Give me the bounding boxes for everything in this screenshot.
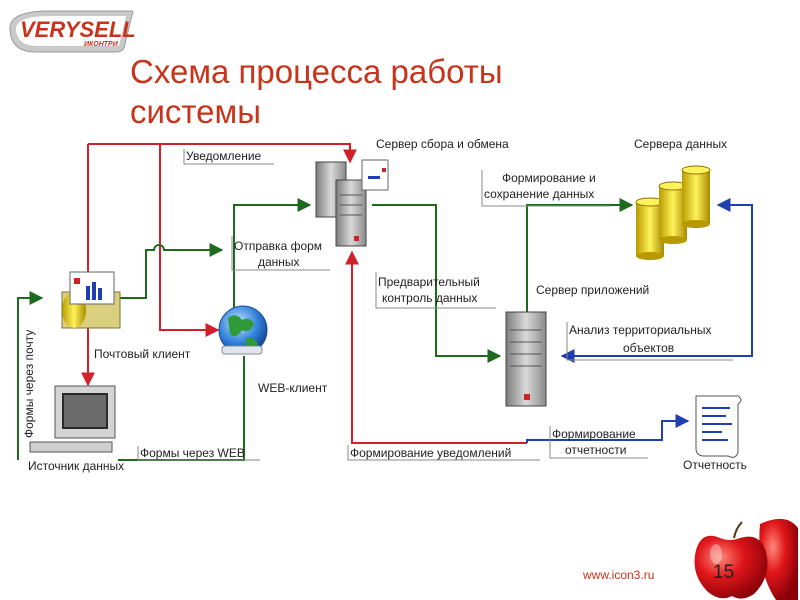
red-connectors [81,143,527,444]
node-label-web-client: WEB-клиент [258,381,328,395]
edge-label-precheck-2: контроль данных [382,291,477,305]
label-brackets [137,149,733,461]
green-line-web-to-server [233,198,312,310]
green-line-mail-forms [17,291,44,460]
green-line-app-to-data [526,198,634,312]
edge-label-send-forms-2: данных [258,255,300,269]
green-line-web-forms [118,356,245,461]
edge-label-notifications-form: Формирование уведомлений [350,446,511,460]
logo-sub-text: ИКОНТРИ [84,41,119,48]
node-label-data-source: Источник данных [28,459,124,473]
node-label-mail-client: Почтовый клиент [94,347,191,361]
red-line-to-web [159,144,220,337]
database-icon [635,165,711,260]
app-server-icon [505,311,547,407]
mail-client-icon [61,271,121,329]
edge-label-reports-1: Формирование [552,427,636,441]
node-label-app-server: Сервер приложений [536,283,649,297]
node-label-data-servers: Сервера данных [634,137,727,151]
edge-label-territorial-2: объектов [623,341,674,355]
edge-label-form-save-2: сохранение данных [484,187,594,201]
computer-icon [29,385,116,453]
green-line-server-to-app [372,204,502,363]
page-number: 15 [713,562,735,583]
apple-decoration [694,518,798,600]
slide-title: Схема процесса работы системы [130,52,503,132]
node-label-reporting: Отчетность [683,458,747,472]
blue-connectors [526,198,753,443]
edge-label-notification: Уведомление [186,149,262,163]
edge-label-territorial-1: Анализ территориальных [569,323,712,337]
collection-server-icon [315,159,389,247]
edge-label-mail-forms: Формы через почту [22,330,36,438]
node-label-collection-server: Сервер сбора и обмена [376,137,509,151]
edge-label-send-forms-1: Отправка форм [234,239,322,253]
slide-title-line1: Схема процесса работы [130,53,503,90]
edge-label-form-save-1: Формирование и [502,171,596,185]
blue-line-reports [526,414,690,443]
edge-label-precheck-1: Предварительный [378,275,480,289]
edge-label-reports-2: отчетности [565,443,626,457]
slide-title-line2: системы [130,93,261,130]
red-line-top [88,143,357,164]
edge-label-web-forms: Формы через WEB [140,446,245,460]
red-line-notifications [345,250,527,444]
logo-brand-text: VERYSELL [20,17,136,42]
report-document-icon [695,395,742,458]
verysell-logo: VERYSELL ИКОНТРИ [9,10,136,53]
green-line-mail-to-server [120,243,224,299]
footer-url-link[interactable]: www.icon3.ru [583,568,655,582]
globe-icon [218,305,268,355]
